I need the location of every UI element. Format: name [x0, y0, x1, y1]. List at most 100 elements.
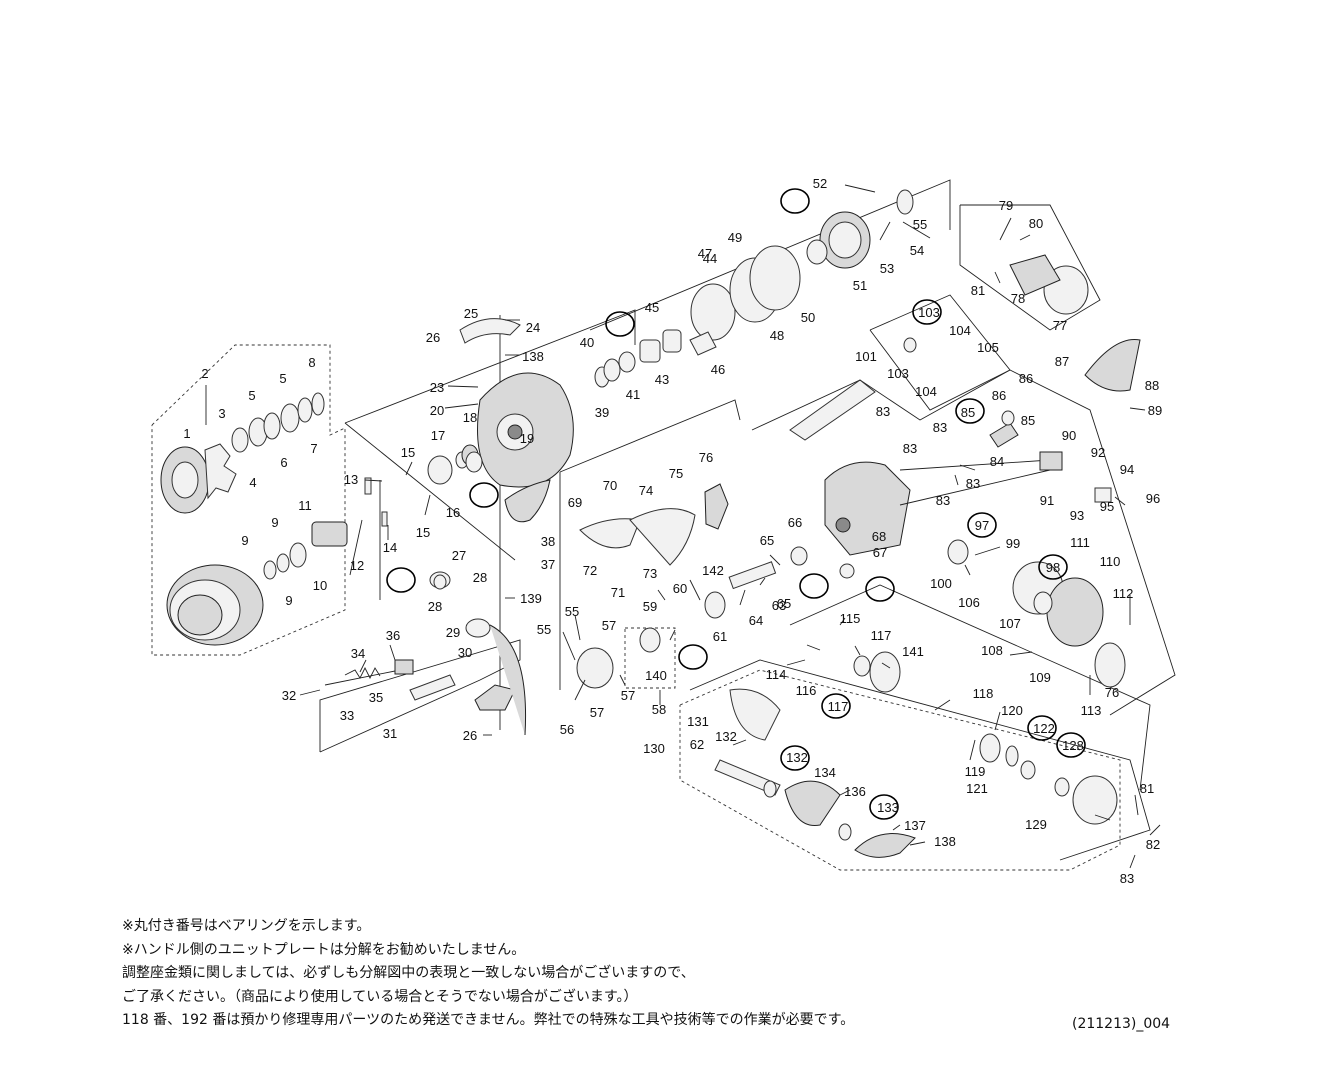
- part-number-label: 76: [699, 450, 713, 465]
- part-number-label: 87: [1055, 354, 1069, 369]
- part-number-label: 85: [1021, 413, 1035, 428]
- part-number-label: 122: [1033, 721, 1055, 736]
- part-number-label: 119: [965, 764, 986, 779]
- part-number-label: 18: [463, 410, 477, 425]
- part-number-label: 85: [961, 405, 975, 420]
- part-number-label: 29: [446, 625, 460, 640]
- part-number-label: 5: [248, 388, 255, 403]
- part-number-label: 109: [1029, 670, 1051, 685]
- part-number-label: 113: [1081, 703, 1102, 718]
- part-number-label: 133: [877, 800, 899, 815]
- spool-parts: [160, 392, 388, 646]
- part-number-label: 25: [464, 306, 478, 321]
- part-number-label: 56: [560, 722, 574, 737]
- part-number-label: 52: [813, 176, 827, 191]
- part-number-label: 83: [876, 404, 890, 419]
- part-number-label: 69: [568, 495, 582, 510]
- part-number-label: 93: [1070, 508, 1084, 523]
- part-number-label: 68: [872, 529, 886, 544]
- part-number-label: 104: [915, 384, 937, 399]
- part-number-label: 117: [828, 699, 849, 714]
- part-number-label: 14: [383, 540, 397, 555]
- part-number-label: 107: [999, 616, 1021, 631]
- part-number-label: 117: [871, 628, 892, 643]
- part-number-label: 118: [973, 686, 994, 701]
- rotor-parts: [324, 318, 574, 736]
- part-number-label: 138: [522, 349, 544, 364]
- part-number-label: 142: [702, 563, 724, 578]
- part-number-label: 103: [918, 305, 940, 320]
- part-number-label: 13: [344, 472, 358, 487]
- part-number-label: 84: [990, 454, 1004, 469]
- note-line: 118 番、192 番は預かり修理専用パーツのため発送できません。弊社での特殊な…: [122, 1012, 855, 1028]
- note-line: 調整座金類に関しましては、必ずしも分解図中の表現と一致しない場合がございますので…: [122, 965, 695, 981]
- part-number-label: 90: [1062, 428, 1076, 443]
- part-number-label: 11: [298, 498, 312, 513]
- part-number-label: 115: [840, 611, 861, 626]
- part-number-label: 19: [520, 431, 534, 446]
- part-number-label: 79: [999, 198, 1013, 213]
- bearing-markers: [386, 188, 1086, 841]
- part-number-label: 71: [611, 585, 625, 600]
- part-number-label: 138: [934, 834, 956, 849]
- part-number-label: 98: [1046, 560, 1060, 575]
- part-number-label: 74: [639, 483, 653, 498]
- part-number-label: 36: [386, 628, 400, 643]
- part-number-label: 55: [565, 604, 579, 619]
- part-number-label: 128: [1062, 738, 1084, 753]
- part-number-label: 30: [458, 645, 472, 660]
- part-number-label: 137: [904, 818, 926, 833]
- part-number-label: 55: [537, 622, 551, 637]
- part-number-label: 116: [796, 683, 817, 698]
- part-number-label: 2: [201, 366, 208, 381]
- part-number-label: 110: [1100, 554, 1121, 569]
- part-number-label: 130: [643, 741, 665, 756]
- part-number-label: 83: [1120, 871, 1134, 886]
- part-number-label: 44: [703, 251, 717, 266]
- part-number-label: 43: [655, 372, 669, 387]
- part-number-label: 83: [936, 493, 950, 508]
- part-number-label: 57: [602, 618, 616, 633]
- part-number-label: 32: [282, 688, 296, 703]
- part-number-label: 131: [687, 714, 709, 729]
- part-number-label: 111: [1070, 535, 1090, 550]
- part-number-label: 70: [603, 478, 617, 493]
- part-number-label: 40: [580, 335, 594, 350]
- part-number-label: 59: [643, 599, 657, 614]
- part-number-label: 64: [749, 613, 763, 628]
- part-number-label: 16: [446, 505, 460, 520]
- part-number-label: 136: [844, 784, 866, 799]
- part-number-label: 9: [241, 533, 248, 548]
- part-number-label: 75: [669, 466, 683, 481]
- part-number-label: 65: [777, 596, 791, 611]
- part-number-label: 28: [473, 570, 487, 585]
- part-number-label: 72: [583, 563, 597, 578]
- part-number-label: 1: [183, 426, 190, 441]
- note-line: ご了承ください。（商品により使用している場合とそうでない場合がございます。）: [122, 988, 638, 1005]
- part-number-label: 20: [430, 403, 444, 418]
- part-number-label: 97: [975, 518, 989, 533]
- part-number-label: 103: [887, 366, 909, 381]
- part-number-label: 134: [814, 765, 836, 780]
- part-number-label: 121: [966, 781, 988, 796]
- part-number-label: 34: [351, 646, 365, 661]
- part-number-label: 15: [416, 525, 430, 540]
- part-number-label: 141: [902, 644, 924, 659]
- notes-block: ※丸付き番号はベアリングを示します。 ※ハンドル側のユニットプレートは分解をお勧…: [122, 915, 1122, 1033]
- part-number-label: 140: [645, 668, 667, 683]
- part-number-label: 47: [698, 246, 712, 261]
- part-number-label: 132: [786, 750, 808, 765]
- part-number-label: 91: [1040, 493, 1054, 508]
- part-number-label: 6: [280, 455, 287, 470]
- part-number-label: 31: [383, 726, 397, 741]
- part-number-label: 73: [643, 566, 657, 581]
- part-number-label: 81: [1140, 781, 1154, 796]
- part-number-label: 92: [1091, 445, 1105, 460]
- part-number-label: 37: [541, 557, 555, 572]
- part-number-label: 83: [933, 420, 947, 435]
- part-number-label: 8: [308, 355, 315, 370]
- part-number-label: 38: [541, 534, 555, 549]
- part-number-label: 46: [711, 362, 725, 377]
- part-number-label: 55: [913, 217, 927, 232]
- part-number-label: 114: [766, 667, 787, 682]
